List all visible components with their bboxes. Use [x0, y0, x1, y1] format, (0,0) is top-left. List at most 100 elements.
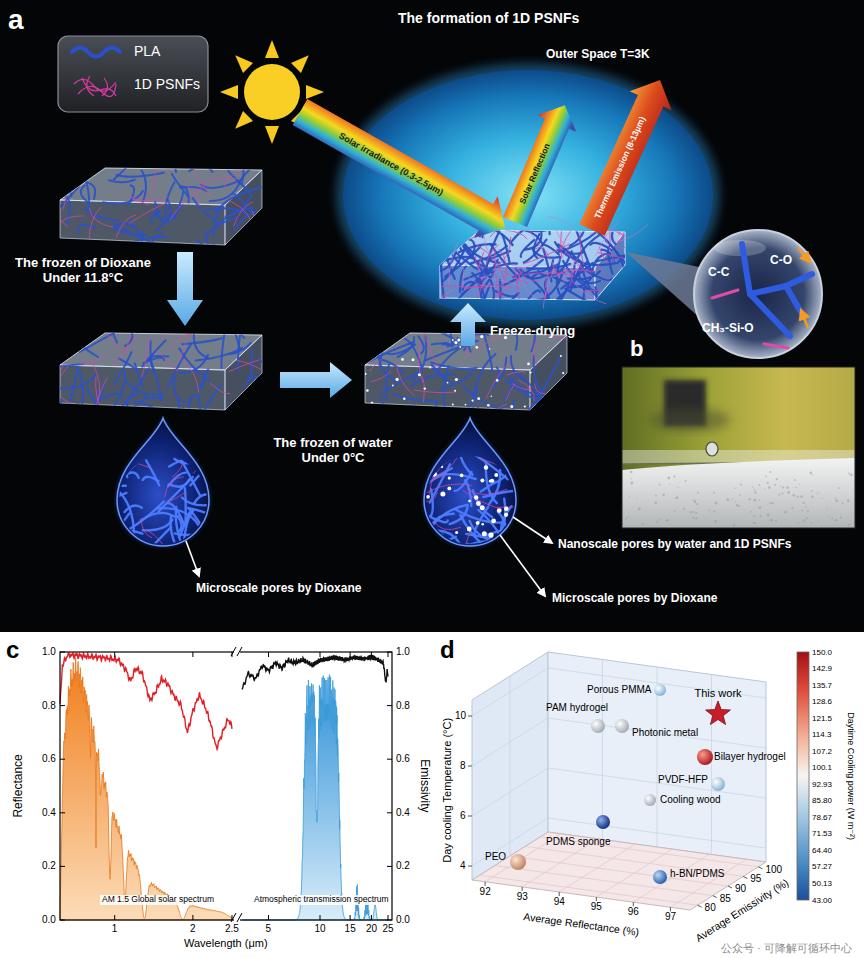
point-label: Porous PMMA: [587, 684, 651, 696]
fiber: [127, 194, 149, 205]
fiber: [256, 377, 279, 401]
pore-dot: [562, 372, 564, 374]
pore-dot: [792, 507, 794, 509]
pore-dot: [480, 335, 483, 338]
fiber: [444, 305, 450, 332]
fiber: [453, 529, 470, 566]
fiber: [61, 364, 83, 366]
pore-dot: [491, 519, 496, 524]
scatter-3d-part: [480, 834, 759, 908]
fiber: [67, 367, 78, 413]
fiber: [484, 237, 491, 257]
fiber: [561, 377, 588, 386]
fiber: [187, 185, 200, 206]
fiber: [464, 285, 512, 289]
fiber: [559, 398, 579, 415]
pore-dot: [727, 498, 729, 500]
reflectance-curve: [60, 653, 232, 749]
fiber: [486, 245, 498, 265]
pore-dot: [770, 519, 773, 522]
fiber: [135, 363, 143, 386]
pore-dot: [750, 511, 752, 513]
axis-tick: 2: [190, 923, 196, 935]
bond-bubble: C-CC-OCH₃-Si-O: [690, 226, 826, 362]
fiber: [173, 408, 183, 420]
fiber: [372, 337, 377, 359]
process-arrow-part: [280, 362, 352, 398]
axis-tick: 10: [315, 923, 326, 935]
point-label: PAM hydrogel: [546, 702, 608, 714]
pore-dot: [506, 457, 509, 460]
axis-tick: 96: [628, 906, 639, 918]
pore-dot: [776, 478, 778, 480]
pore-dot: [793, 494, 796, 497]
fiber: [123, 472, 139, 477]
pore-dot: [454, 390, 456, 392]
fiber: [500, 292, 523, 316]
fiber: [467, 489, 506, 494]
axis-tick: 0.8: [396, 700, 410, 712]
fiber: [454, 544, 468, 567]
fiber: [441, 333, 457, 345]
pore-dot: [429, 367, 431, 369]
fiber: [465, 388, 477, 412]
sun-icon-part: [265, 40, 279, 58]
pore-dot: [695, 517, 697, 519]
pore-dot: [629, 496, 630, 497]
fiber: [407, 476, 445, 490]
axis-tick: 85: [720, 893, 731, 905]
pore-dot: [811, 490, 813, 492]
fiber: [562, 266, 582, 279]
pore-dot: [733, 524, 736, 527]
pore-dot: [760, 515, 762, 517]
fiber: [78, 331, 107, 346]
fiber: [602, 290, 616, 301]
fiber: [419, 342, 423, 383]
fiber: [222, 396, 243, 436]
fiber: [114, 513, 129, 530]
atmospheric-window: [242, 675, 388, 920]
fiber: [189, 166, 212, 172]
fiber: [199, 178, 237, 187]
pore-dot: [371, 402, 374, 405]
fiber: [80, 355, 108, 364]
panel-a-ground: [0, 0, 864, 632]
bond-label: C-C: [708, 266, 729, 280]
photo-b-part: [622, 367, 855, 528]
pore-dot: [659, 484, 661, 486]
pore-dot: [655, 502, 658, 505]
pore-dot: [403, 398, 405, 400]
pore-dot: [692, 517, 694, 519]
fiber: [470, 521, 500, 542]
pore-dot: [465, 404, 467, 406]
fiber: [486, 361, 510, 399]
pore-dot: [715, 502, 718, 505]
fiber: [487, 404, 507, 411]
pore-dot: [424, 387, 426, 389]
fiber: [380, 336, 391, 365]
scatter-3d-part: [472, 832, 766, 910]
fiber: [426, 222, 452, 243]
pore-dot: [806, 517, 808, 519]
fiber: [143, 542, 146, 579]
pore-label: Microscale pores by Dioxane: [196, 582, 361, 596]
pore-dot: [560, 355, 562, 357]
photo-b-part: [706, 442, 718, 456]
fiber: [196, 348, 242, 361]
fiber: [559, 271, 575, 300]
fiber: [490, 300, 510, 310]
fiber: [119, 531, 143, 537]
fiber: [188, 508, 203, 534]
fiber: [252, 211, 278, 235]
fiber: [434, 293, 446, 308]
axis-tick: 0.8: [42, 700, 56, 712]
fiber: [473, 407, 480, 426]
fiber: [539, 203, 550, 234]
sun-icon-part: [244, 64, 300, 120]
fiber: [613, 271, 632, 291]
fiber: [89, 468, 126, 486]
pore-dot: [637, 498, 638, 499]
fiber: [242, 146, 246, 184]
pore-dot: [826, 508, 827, 509]
photo-b: [622, 367, 855, 528]
